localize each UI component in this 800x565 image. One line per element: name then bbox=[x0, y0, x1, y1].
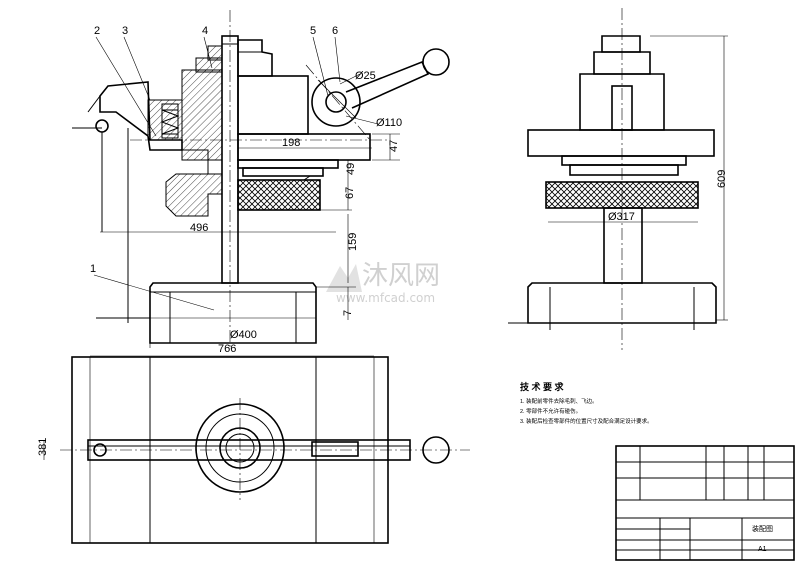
title-block: 装配图 A1 bbox=[615, 445, 795, 561]
sheet-scale: A1 bbox=[758, 546, 767, 553]
tech-title: 技 术 要 求 bbox=[520, 381, 565, 392]
tech-item-1: 1. 装配前零件去除毛刺、飞边。 bbox=[520, 397, 598, 405]
dim-381: 381 bbox=[37, 438, 49, 456]
dim-609: 609 bbox=[716, 170, 728, 188]
watermark-cn: 沐风网 bbox=[362, 261, 440, 291]
dim-198: 198 bbox=[282, 137, 300, 149]
leader-6: 6 bbox=[332, 25, 338, 37]
top-view: 766 381 bbox=[37, 343, 470, 544]
side-view: 609 Ø317 bbox=[508, 8, 728, 350]
dim-d317: Ø317 bbox=[608, 211, 635, 223]
dim-49: 49 bbox=[345, 163, 357, 175]
tech-requirements: 技 术 要 求 1. 装配前零件去除毛刺、飞边。 2. 零部件不允许有碰伤。 3… bbox=[520, 381, 653, 425]
leader-1: 1 bbox=[90, 263, 96, 275]
drawing-name: 装配图 bbox=[752, 524, 773, 533]
dim-d25: Ø25 bbox=[355, 70, 376, 82]
watermark-url: www.mfcad.com bbox=[336, 291, 435, 305]
dim-496: 496 bbox=[190, 222, 208, 234]
leader-4: 4 bbox=[202, 25, 208, 37]
dim-d400: Ø400 bbox=[230, 329, 257, 341]
leader-3: 3 bbox=[122, 25, 128, 37]
leader-5: 5 bbox=[310, 25, 316, 37]
watermark: 沐风网 www.mfcad.com bbox=[326, 261, 440, 305]
dim-d110: Ø110 bbox=[376, 117, 402, 129]
dim-67: 67 bbox=[344, 187, 356, 199]
dim-159: 159 bbox=[347, 233, 359, 251]
tech-item-3: 3. 装配后检查零部件的位置尺寸及配合满足设计要求。 bbox=[520, 417, 653, 425]
dim-766: 766 bbox=[218, 343, 236, 355]
front-section-view: 198 47 49 67 496 159 7 Ø400 Ø25 Ø110 2 3… bbox=[72, 10, 450, 350]
tech-item-2: 2. 零部件不允许有碰伤。 bbox=[520, 407, 581, 415]
dim-7: 7 bbox=[342, 310, 354, 316]
dim-47: 47 bbox=[388, 140, 400, 152]
part-leaders: 2 3 4 5 6 1 bbox=[90, 25, 341, 311]
leader-2: 2 bbox=[94, 25, 100, 37]
watermark-logo bbox=[326, 264, 362, 292]
